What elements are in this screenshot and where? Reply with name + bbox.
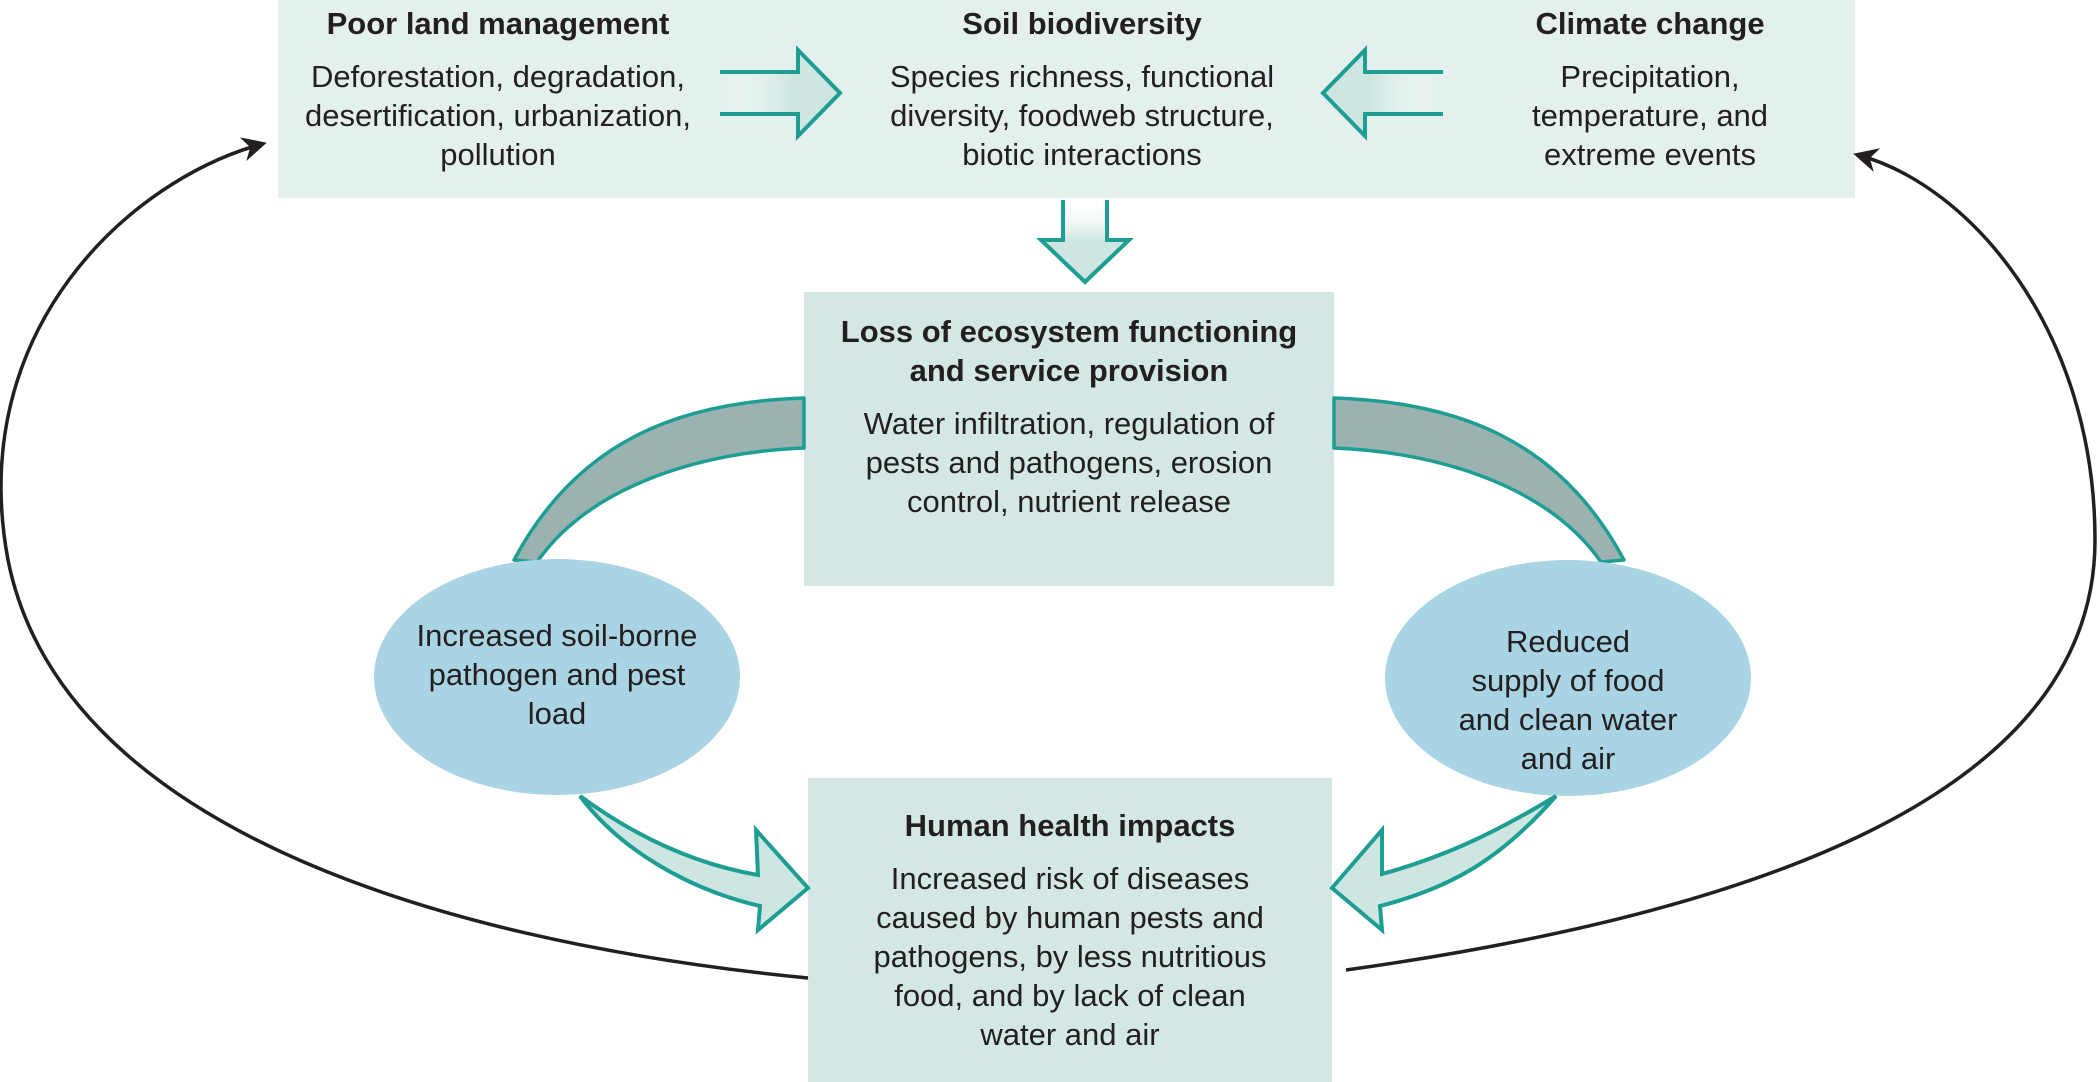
arrow-supply-to-health: [1329, 794, 1558, 935]
ecosystem-title: Loss of ecosystem functioning and servic…: [840, 314, 1298, 388]
pathogen-ellipse: Increased soil-borne pathogen and pest l…: [397, 616, 717, 733]
poor-land-title: Poor land management: [326, 6, 670, 41]
right-curved-band: [1332, 396, 1626, 564]
arrow-pathogen-to-health: [578, 794, 811, 935]
supply-ellipse: Reduced supply of food and clean water a…: [1418, 622, 1718, 778]
pathogen-ellipse-shape: [374, 559, 740, 795]
soil-biodiversity-title: Soil biodiversity: [962, 6, 1202, 41]
climate-change-title: Climate change: [1535, 6, 1765, 41]
arrow-climate-to-biodiversity: [1320, 45, 1443, 141]
health-body: Increased risk of diseases caused by hum…: [873, 861, 1267, 1052]
health-box-background: [808, 778, 1332, 1082]
left-cycle-arrow: [0, 137, 809, 980]
top-band-background: [278, 0, 1855, 198]
ecosystem-body: Water infiltration, regulation of pests …: [863, 406, 1275, 519]
health-box: Human health impacts Increased risk of d…: [812, 806, 1328, 1054]
climate-change-body: Precipitation, temperature, and extreme …: [1531, 59, 1769, 172]
left-curved-band: [512, 396, 806, 564]
ecosystem-box: Loss of ecosystem functioning and servic…: [808, 312, 1330, 521]
supply-ellipse-text: Reduced supply of food and clean water a…: [1458, 624, 1678, 776]
arrow-biodiversity-to-ecosystem: [1036, 200, 1134, 285]
soil-biodiversity-box: Soil biodiversity Species richness, func…: [862, 4, 1302, 174]
pathogen-ellipse-text: Increased soil-borne pathogen and pest l…: [416, 618, 698, 731]
poor-land-body: Deforestation, degradation, desertificat…: [304, 59, 691, 172]
health-title: Human health impacts: [904, 808, 1236, 843]
soil-biodiversity-body: Species richness, functional diversity, …: [889, 59, 1275, 172]
supply-ellipse-shape: [1385, 560, 1751, 796]
ecosystem-box-background: [804, 292, 1334, 586]
poor-land-box: Poor land management Deforestation, degr…: [278, 4, 718, 174]
arrow-land-to-biodiversity: [720, 45, 843, 141]
climate-change-box: Climate change Precipitation, temperatur…: [1455, 4, 1845, 174]
right-cycle-arrow: [1345, 148, 2097, 972]
